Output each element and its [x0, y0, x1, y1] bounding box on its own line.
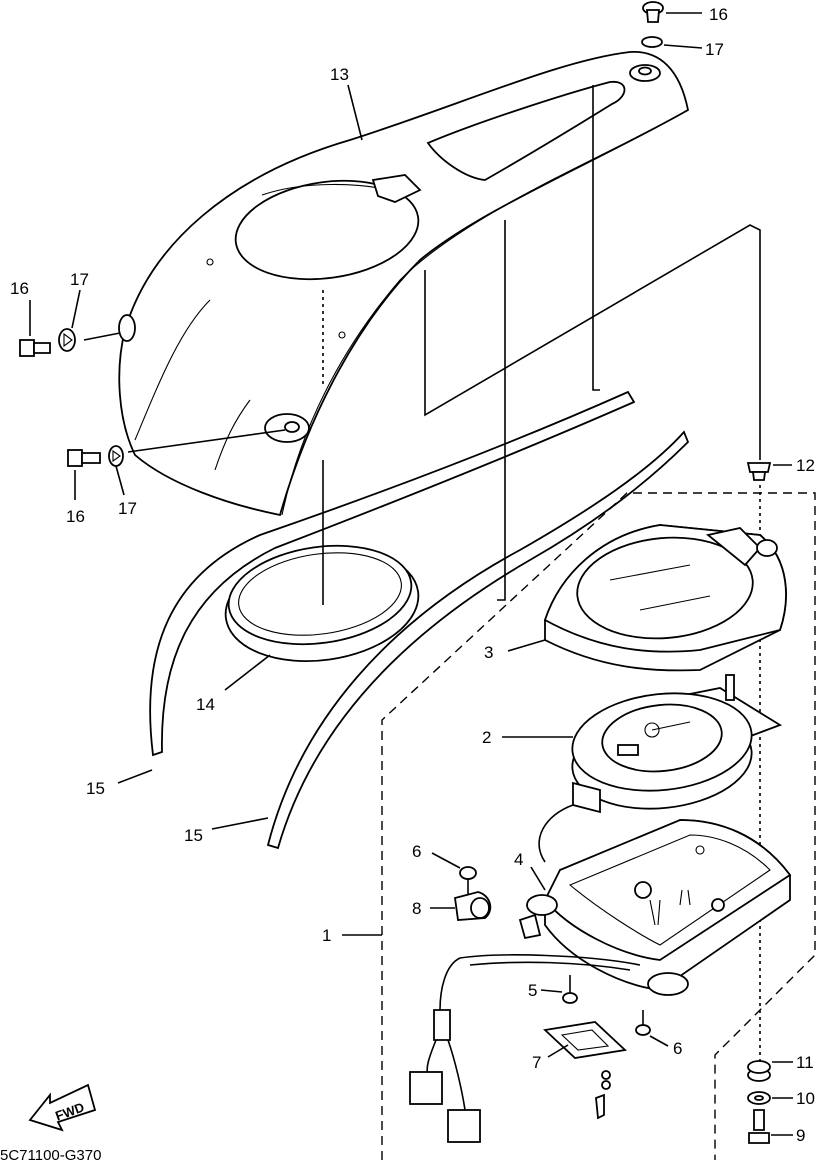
nut-12: [746, 462, 772, 481]
callout-labels: 16 17 13 16 17 16 17 12 3 14 2 15 15 6 4…: [10, 5, 815, 1145]
washer-17-top: [641, 36, 663, 48]
meter-lower-case: [526, 819, 792, 996]
callout-15-lower: 15: [184, 826, 203, 845]
trim-strip-upper: [149, 390, 636, 757]
bracket-7: [543, 1021, 627, 1120]
callout-17-top: 17: [705, 40, 724, 59]
wire-harness: [409, 913, 641, 1143]
callout-leaders: [29, 12, 793, 1136]
gasket-ring: [224, 544, 420, 663]
wire-clamp: [454, 891, 492, 921]
callout-15-left: 15: [86, 779, 105, 798]
callout-16-left-lower: 16: [66, 507, 85, 526]
bolt-9: [748, 1109, 770, 1144]
bolt-16-left-lower: [67, 449, 101, 467]
callout-2: 2: [482, 728, 491, 747]
callout-7: 7: [532, 1053, 541, 1072]
washer-10: [747, 1091, 771, 1105]
callout-13: 13: [330, 65, 349, 84]
callout-16-left-upper: 16: [10, 279, 29, 298]
fwd-arrow-icon: FWD: [28, 1083, 97, 1132]
callout-4: 4: [514, 850, 523, 869]
meter-cover-panel: [118, 51, 690, 517]
callout-1: 1: [322, 926, 331, 945]
callout-10: 10: [796, 1089, 815, 1108]
callout-8: 8: [412, 899, 421, 918]
callout-14: 14: [196, 695, 215, 714]
washer-17-left-upper: [58, 328, 76, 352]
screw-6-upper: [459, 866, 477, 895]
washer-17-left-lower: [108, 445, 124, 467]
bolt-16-top: [642, 1, 664, 23]
callout-5: 5: [528, 981, 537, 1000]
callout-16-top: 16: [709, 5, 728, 24]
callout-6-upper: 6: [412, 842, 421, 861]
callout-11: 11: [796, 1053, 814, 1072]
callout-9: 9: [796, 1126, 805, 1145]
callout-6-lower: 6: [673, 1039, 682, 1058]
callout-3: 3: [484, 643, 493, 662]
assembly-lines: [83, 85, 761, 1065]
callout-17-left-lower: 17: [118, 499, 137, 518]
meter-unit: [538, 674, 783, 863]
bolt-16-left-upper: [19, 339, 51, 357]
assembly-boundary: [381, 492, 816, 1160]
screw-6-lower: [635, 1010, 651, 1036]
callout-12: 12: [796, 456, 815, 475]
callout-17-left-upper: 17: [70, 270, 89, 289]
diagram-code: 5C71100-G370: [0, 1147, 101, 1162]
trim-strip-lower: [266, 430, 690, 850]
grommet-11: [747, 1060, 771, 1082]
meter-case: [543, 524, 787, 672]
screw-5: [562, 975, 578, 1004]
